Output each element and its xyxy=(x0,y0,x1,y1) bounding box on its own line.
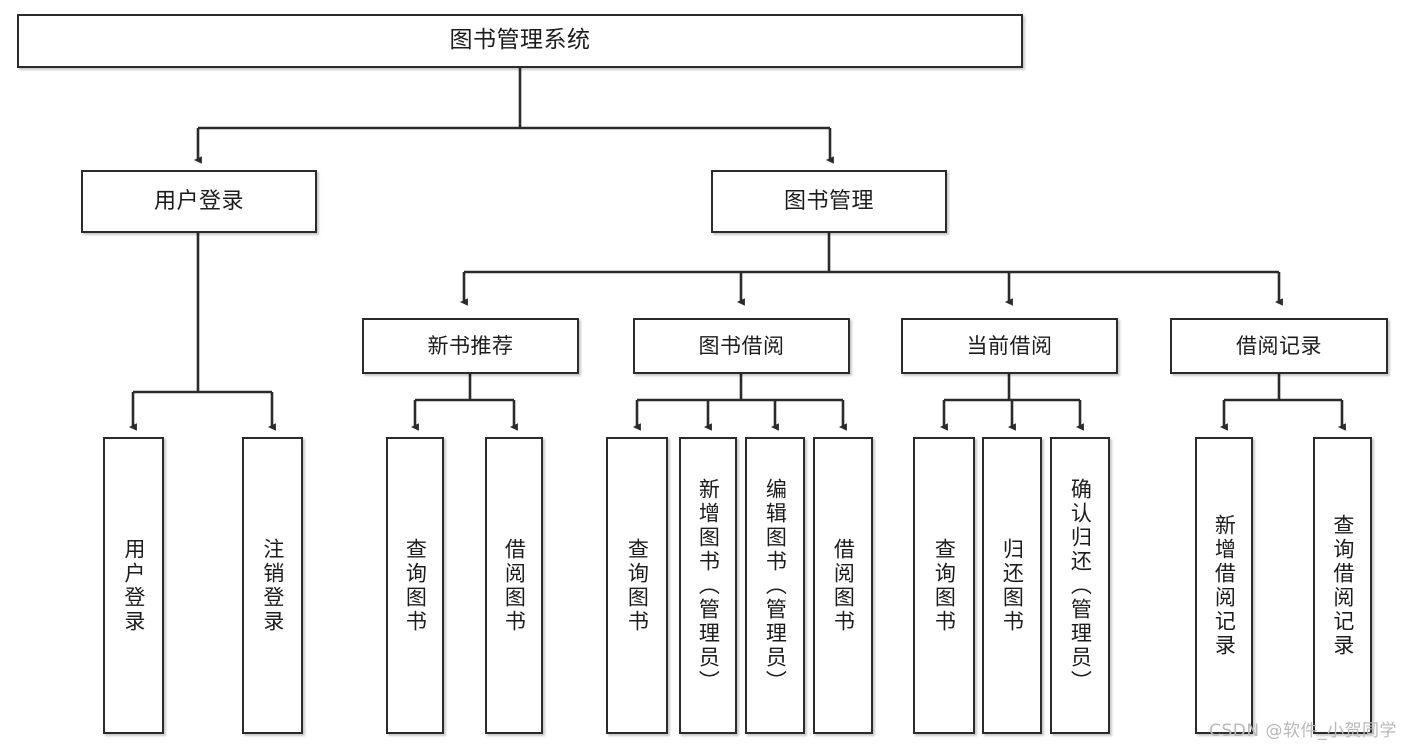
node-new-book-rec[interactable]: 新书推荐 xyxy=(362,318,579,374)
node-label: 归还图书 xyxy=(1000,537,1025,634)
node-label: 借阅记录 xyxy=(1236,333,1322,358)
node-leaf-borrow-book-1[interactable]: 借阅图书 xyxy=(485,437,543,734)
node-label: 注销登录 xyxy=(260,537,285,634)
node-user-login[interactable]: 用户登录 xyxy=(81,170,317,233)
node-leaf-query-record[interactable]: 查询借阅记录 xyxy=(1313,437,1372,734)
node-label: 查询图书 xyxy=(625,537,650,634)
node-label: 新增借阅记录 xyxy=(1212,513,1237,658)
node-leaf-return-book[interactable]: 归还图书 xyxy=(982,437,1042,734)
node-label: 借阅图书 xyxy=(502,537,527,634)
node-label: 借阅图书 xyxy=(831,537,856,634)
node-leaf-query-book-1[interactable]: 查询图书 xyxy=(386,437,444,734)
node-leaf-logout-login[interactable]: 注销登录 xyxy=(242,437,303,734)
node-leaf-user-login[interactable]: 用户登录 xyxy=(103,437,164,734)
node-label: 查询借阅记录 xyxy=(1330,513,1355,658)
node-label: 新增图书（管理员） xyxy=(696,477,721,694)
node-label: 查询图书 xyxy=(403,537,428,634)
node-label: 查询图书 xyxy=(932,537,957,634)
node-leaf-add-record[interactable]: 新增借阅记录 xyxy=(1195,437,1253,734)
node-leaf-edit-book[interactable]: 编辑图书（管理员） xyxy=(745,437,805,734)
node-leaf-confirm-return[interactable]: 确认归还（管理员） xyxy=(1050,437,1110,734)
node-current-borrow[interactable]: 当前借阅 xyxy=(901,318,1118,374)
node-label: 当前借阅 xyxy=(966,333,1053,358)
node-leaf-query-book-3[interactable]: 查询图书 xyxy=(913,437,975,734)
node-book-manage[interactable]: 图书管理 xyxy=(711,170,947,233)
node-label: 确认归还（管理员） xyxy=(1068,477,1093,694)
node-label: 图书管理系统 xyxy=(449,27,591,54)
node-label: 用户登录 xyxy=(153,188,244,214)
csdn-watermark: CSDN @软件_小贺同学 xyxy=(1209,721,1397,741)
node-root-system[interactable]: 图书管理系统 xyxy=(17,14,1023,68)
node-label: 用户登录 xyxy=(121,537,146,634)
node-book-borrow[interactable]: 图书借阅 xyxy=(633,318,850,374)
node-label: 图书管理 xyxy=(783,188,874,214)
node-label: 图书借阅 xyxy=(698,333,785,358)
node-leaf-add-book[interactable]: 新增图书（管理员） xyxy=(679,437,737,734)
node-label: 编辑图书（管理员） xyxy=(763,477,788,694)
node-leaf-borrow-book-2[interactable]: 借阅图书 xyxy=(813,437,873,734)
node-borrow-record[interactable]: 借阅记录 xyxy=(1170,318,1388,374)
node-leaf-query-book-2[interactable]: 查询图书 xyxy=(606,437,668,734)
node-label: 新书推荐 xyxy=(427,333,514,358)
